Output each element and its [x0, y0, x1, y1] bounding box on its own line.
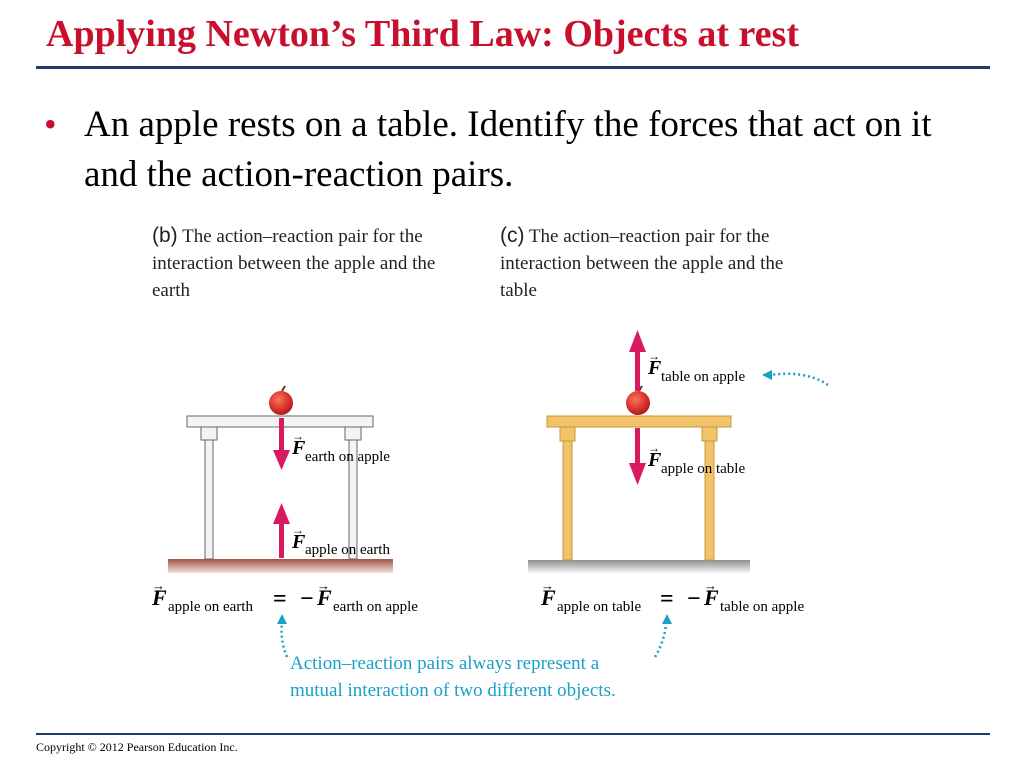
force-subscript: earth on apple	[305, 449, 390, 465]
equation-c: F → apple on table = − F → table on appl…	[540, 578, 804, 615]
force-symbol: F	[291, 531, 306, 553]
vector-arrow-icon: →	[704, 578, 717, 593]
force-arrow-table-on-apple	[629, 330, 646, 391]
force-subscript: table on apple	[661, 369, 745, 385]
minus-sign: −	[687, 586, 701, 612]
vector-arrow-icon: →	[292, 429, 304, 443]
equation-force-symbol: F	[703, 585, 719, 610]
title-divider	[36, 66, 990, 69]
equation-force-symbol: F	[151, 585, 167, 610]
vector-arrow-icon: →	[541, 578, 554, 593]
pointer-arrowhead	[662, 614, 672, 624]
equation-force-symbol: F	[540, 585, 556, 610]
panel-b-caption-text: The action–reaction pair for the interac…	[152, 226, 436, 301]
slide-title: Applying Newton’s Third Law: Objects at …	[46, 13, 799, 55]
panel-c-caption-text: The action–reaction pair for the interac…	[500, 226, 784, 301]
table-c-bracket-right	[701, 426, 718, 442]
table-c-leg-right	[704, 429, 715, 561]
table-b-leg-right	[348, 427, 358, 560]
table-b-bracket-left	[200, 426, 218, 441]
panel-c-caption: (c) The action–reaction pair for the int…	[500, 222, 820, 304]
vector-arrow-icon: →	[648, 349, 660, 363]
table-c-bracket-left	[559, 426, 576, 442]
equation-subscript: apple on earth	[168, 599, 253, 615]
equation-subscript: earth on apple	[333, 599, 418, 615]
note-line-2: mutual interaction of two different obje…	[290, 680, 616, 701]
equation-subscript: apple on table	[557, 599, 641, 615]
force-arrow-apple-on-earth	[273, 503, 290, 558]
equation-force-symbol: F	[316, 585, 332, 610]
force-symbol: F	[647, 449, 662, 471]
equation-subscript: table on apple	[720, 599, 804, 615]
table-b-leg-left	[204, 427, 214, 560]
vector-arrow-icon: →	[152, 578, 165, 593]
force-arrow-apple-on-table	[629, 428, 646, 485]
bullet-marker: •	[44, 104, 57, 144]
copyright: Copyright © 2012 Pearson Education Inc.	[36, 740, 238, 754]
label-apple-on-earth: F → apple on earth	[291, 523, 390, 558]
force-symbol: F	[291, 437, 306, 459]
floor	[528, 560, 750, 574]
dotted-pointer-c	[762, 370, 829, 387]
equals-sign: =	[273, 586, 287, 612]
force-symbol: F	[647, 357, 662, 379]
earth-ground	[168, 559, 393, 573]
table-b-bracket-right	[344, 426, 362, 441]
force-subscript: apple on table	[661, 461, 745, 477]
label-earth-on-apple: F → earth on apple	[291, 429, 390, 465]
equation-b: F → apple on earth = − F → earth on appl…	[151, 578, 418, 615]
panel-b-caption: (b) The action–reaction pair for the int…	[152, 222, 472, 304]
table-c-top	[546, 415, 732, 428]
action-reaction-note: Action–reaction pairs always represent a…	[277, 614, 672, 701]
force-subscript: apple on earth	[305, 542, 390, 558]
vector-arrow-icon: →	[317, 578, 330, 593]
bullet-text: An apple rests on a table. Identify the …	[84, 104, 932, 195]
panel-b-drawing: F → earth on apple F → apple on earth F …	[151, 385, 418, 615]
vector-arrow-icon: →	[648, 441, 660, 455]
table-c-leg-left	[562, 429, 573, 561]
footer-divider	[36, 733, 990, 735]
apple-b	[269, 385, 293, 415]
label-apple-on-table: F → apple on table	[647, 441, 745, 477]
equals-sign: =	[660, 586, 674, 612]
minus-sign: −	[300, 586, 314, 612]
force-arrow-earth-on-apple	[273, 418, 290, 470]
vector-arrow-icon: →	[292, 523, 304, 537]
label-table-on-apple: F → table on apple	[647, 349, 745, 385]
pointer-arrowhead	[277, 614, 287, 624]
panel-b-label: (b)	[152, 224, 178, 247]
note-line-1: Action–reaction pairs always represent a	[290, 653, 600, 674]
panel-c-label: (c)	[500, 224, 525, 247]
panel-c-drawing: F → table on apple F → apple on table F …	[528, 330, 829, 615]
